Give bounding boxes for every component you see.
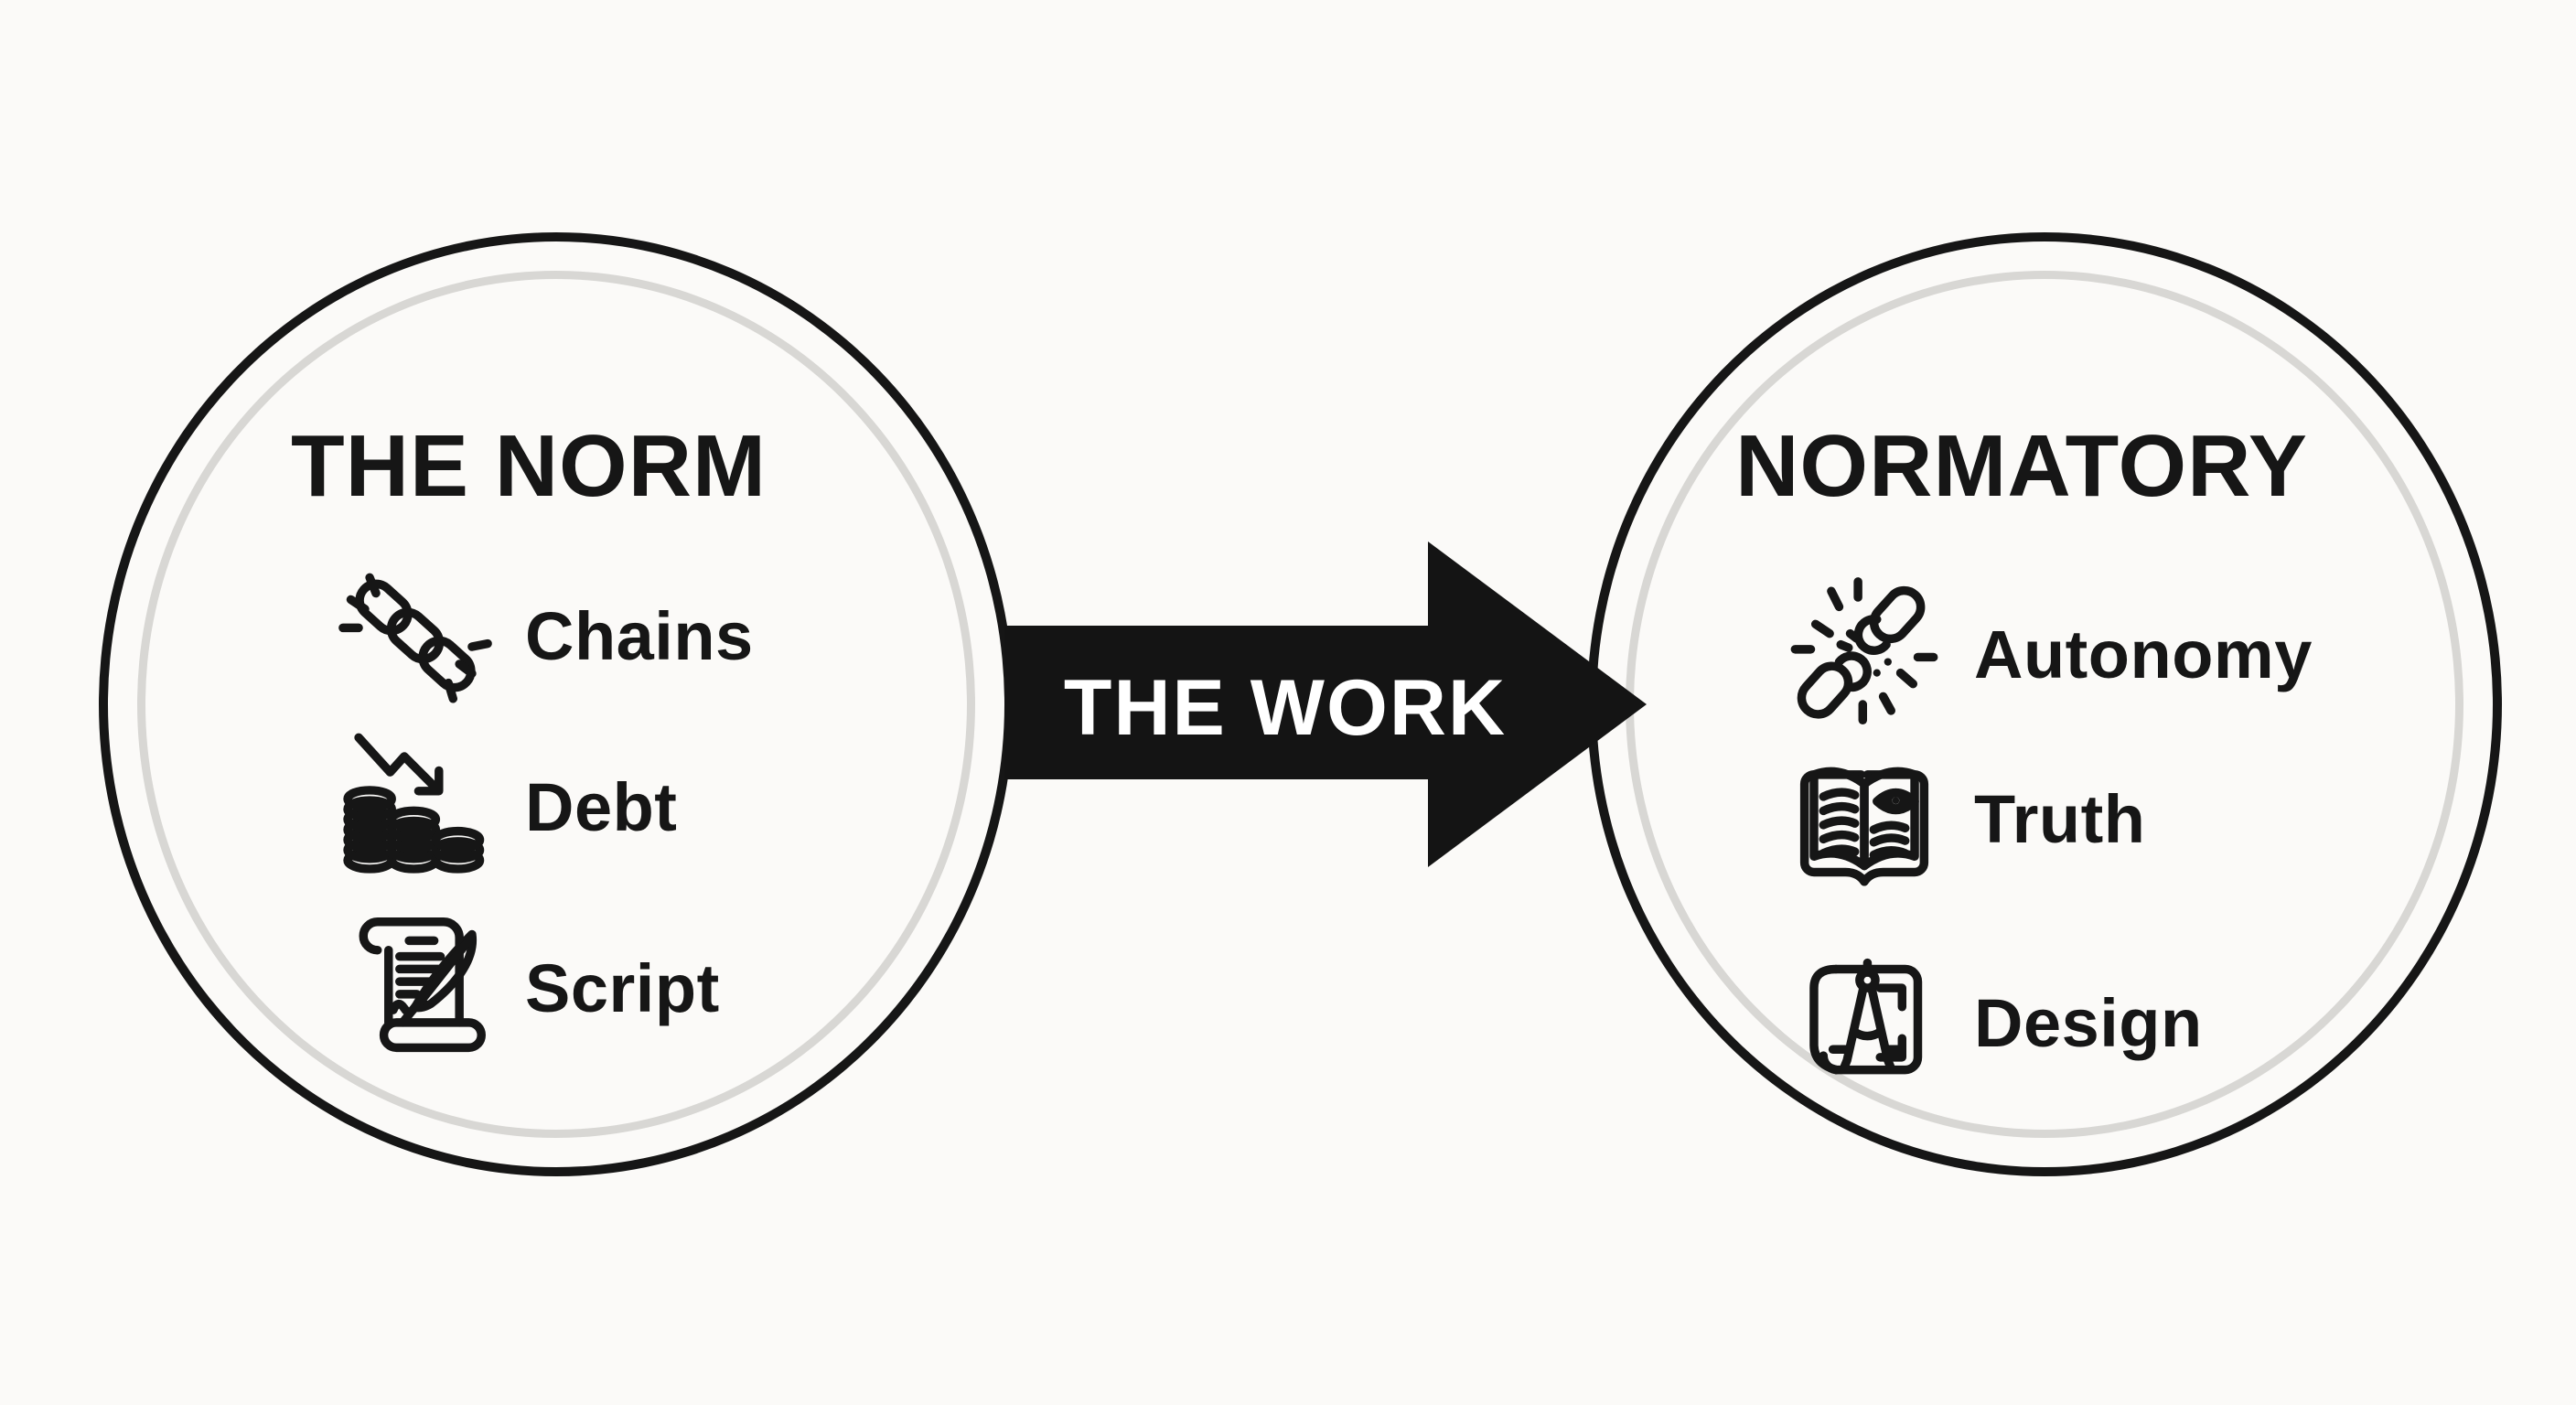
- list-item-label: Debt: [525, 768, 678, 845]
- list-item-label: Truth: [1974, 780, 2146, 857]
- list-item-label: Script: [525, 949, 720, 1026]
- list-item-label: Autonomy: [1974, 616, 2313, 692]
- list-item-chains: Chains: [337, 555, 754, 716]
- book-eye-icon: [1786, 740, 1943, 897]
- list-item-label: Chains: [525, 597, 754, 674]
- left-circle-inner-ring: [137, 271, 975, 1138]
- arrow-label: THE WORK: [1064, 664, 1507, 752]
- list-item-debt: Debt: [337, 726, 677, 887]
- list-item-design: Design: [1786, 942, 2203, 1103]
- list-item-autonomy: Autonomy: [1786, 574, 2313, 735]
- list-item-script: Script: [337, 907, 720, 1068]
- coins-decline-icon: [337, 728, 494, 885]
- chain-icon: [337, 557, 494, 714]
- left-circle-title: THE NORM: [291, 417, 767, 515]
- arrow-shape: [1004, 542, 1647, 867]
- broken-chain-icon: [1786, 575, 1943, 733]
- list-item-label: Design: [1974, 984, 2203, 1061]
- list-item-truth: Truth: [1786, 738, 2145, 899]
- blueprint-compass-icon: [1786, 944, 1943, 1101]
- scroll-quill-icon: [337, 909, 494, 1067]
- right-circle-title: NORMATORY: [1735, 417, 2308, 515]
